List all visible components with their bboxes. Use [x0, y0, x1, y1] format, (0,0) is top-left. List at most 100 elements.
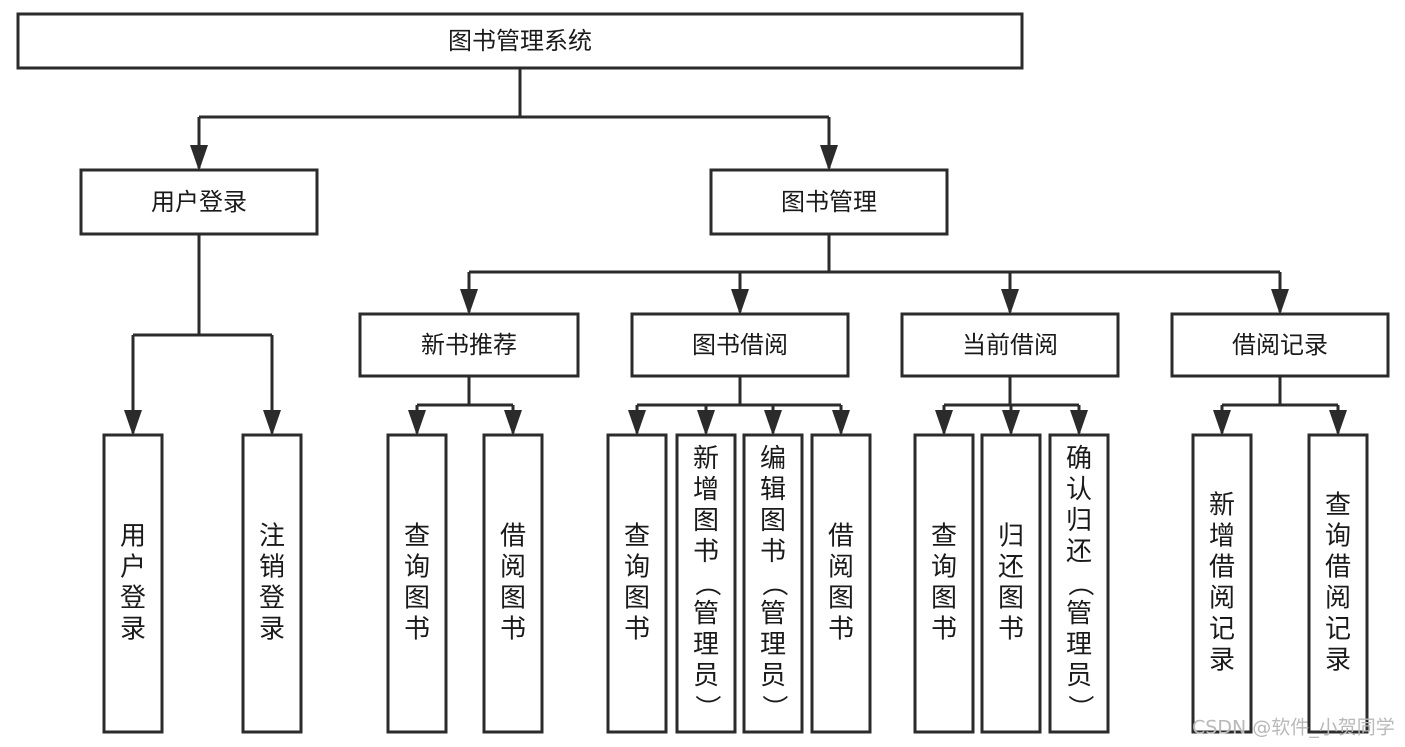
svg-text:图: 图 — [760, 506, 786, 536]
svg-text:书: 书 — [828, 615, 854, 645]
svg-text:查: 查 — [1325, 491, 1351, 521]
svg-text:录: 录 — [1325, 646, 1351, 676]
svg-text:借: 借 — [1209, 553, 1235, 583]
connector-group-borrow-record — [1213, 376, 1347, 436]
svg-text:还: 还 — [1066, 537, 1092, 567]
connector-layer — [124, 68, 1347, 436]
svg-text:登: 登 — [120, 584, 146, 614]
svg-text:增: 增 — [693, 475, 719, 505]
svg-text:（: （ — [759, 570, 789, 596]
svg-text:登: 登 — [259, 584, 285, 614]
svg-text:管: 管 — [760, 599, 786, 629]
svg-text:（: （ — [692, 570, 722, 596]
svg-text:）: ） — [692, 694, 722, 720]
svg-text:记: 记 — [1325, 615, 1351, 645]
connector-group-book-manage — [460, 234, 1289, 315]
node-label: 图书管理 — [781, 188, 877, 216]
node-borrow-record[interactable]: 借阅记录 — [1170, 312, 1390, 378]
svg-text:借: 借 — [500, 522, 526, 552]
svg-text:录: 录 — [259, 615, 285, 645]
svg-text:图: 图 — [693, 506, 719, 536]
svg-text:员: 员 — [693, 661, 719, 691]
node-book-borrow[interactable]: 图书借阅 — [630, 312, 850, 378]
svg-text:员: 员 — [760, 661, 786, 691]
svg-text:书: 书 — [500, 615, 526, 645]
svg-text:理: 理 — [760, 630, 786, 660]
node-current-borrow[interactable]: 当前借阅 — [900, 312, 1120, 378]
svg-text:录: 录 — [1209, 646, 1235, 676]
svg-text:）: ） — [1065, 694, 1095, 720]
svg-text:新: 新 — [693, 444, 719, 474]
svg-text:确: 确 — [1066, 444, 1092, 474]
svg-text:图: 图 — [931, 584, 957, 614]
node-label: 借阅记录 — [1232, 331, 1328, 359]
svg-text:图: 图 — [828, 584, 854, 614]
node-new-book-recommend[interactable]: 新书推荐 — [358, 312, 580, 378]
node-book-manage[interactable]: 图书管理 — [709, 168, 949, 236]
svg-text:查: 查 — [931, 522, 957, 552]
svg-text:查: 查 — [624, 522, 650, 552]
svg-text:借: 借 — [828, 522, 854, 552]
svg-text:编: 编 — [760, 444, 786, 474]
node-leaf-user-login[interactable]: 用户登录 — [102, 433, 164, 734]
svg-text:书: 书 — [760, 537, 786, 567]
node-root[interactable]: 图书管理系统 — [16, 12, 1024, 70]
svg-text:用: 用 — [120, 522, 146, 552]
node-label: 当前借阅 — [962, 331, 1058, 359]
svg-text:认: 认 — [1066, 475, 1092, 505]
svg-text:员: 员 — [1066, 661, 1092, 691]
svg-text:（: （ — [1065, 570, 1095, 596]
svg-text:询: 询 — [931, 553, 957, 583]
connector-group-current-borrow — [935, 376, 1088, 436]
svg-text:归: 归 — [998, 522, 1024, 552]
node-user-login[interactable]: 用户登录 — [79, 168, 319, 236]
svg-text:记: 记 — [1209, 615, 1235, 645]
svg-text:书: 书 — [693, 537, 719, 567]
svg-text:阅: 阅 — [1325, 584, 1351, 614]
svg-text:）: ） — [759, 694, 789, 720]
svg-text:书: 书 — [404, 615, 430, 645]
svg-text:户: 户 — [120, 553, 146, 583]
node-label: 新书推荐 — [421, 331, 517, 359]
svg-text:图: 图 — [998, 584, 1024, 614]
svg-text:图: 图 — [500, 584, 526, 614]
connector-group-root — [190, 68, 838, 171]
svg-text:辑: 辑 — [760, 475, 786, 505]
svg-text:归: 归 — [1066, 506, 1092, 536]
svg-text:管: 管 — [693, 599, 719, 629]
svg-text:阅: 阅 — [828, 553, 854, 583]
svg-text:图: 图 — [624, 584, 650, 614]
svg-text:书: 书 — [931, 615, 957, 645]
connector-group-book-borrow — [628, 376, 850, 436]
connector-group-new-book-recommend — [408, 376, 522, 436]
node-label: 用户登录 — [151, 188, 247, 216]
connector-group-user-login — [124, 234, 281, 436]
node-label: 图书借阅 — [692, 331, 788, 359]
svg-text:书: 书 — [624, 615, 650, 645]
svg-text:理: 理 — [1066, 630, 1092, 660]
svg-text:借: 借 — [1325, 553, 1351, 583]
